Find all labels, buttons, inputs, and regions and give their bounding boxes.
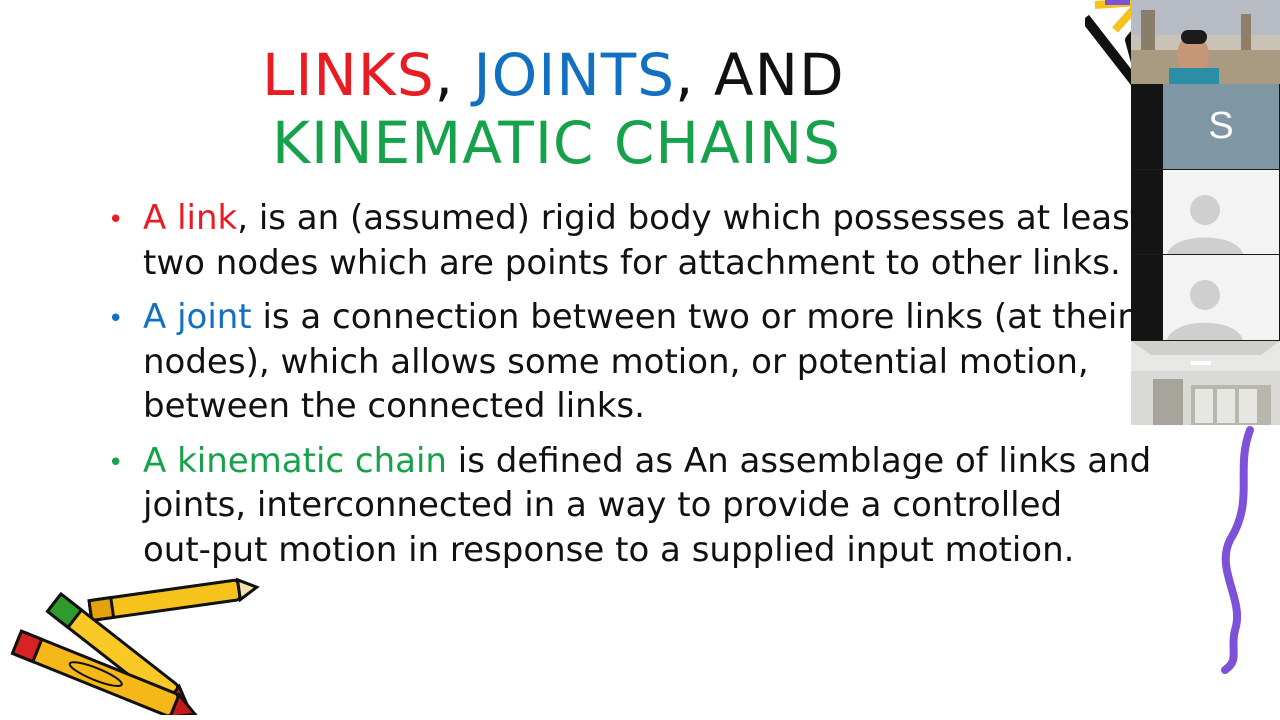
participant-tile-initial[interactable]: S xyxy=(1131,84,1280,169)
bullet-line: A joint is a connection between two or m… xyxy=(143,295,1168,340)
participant-tile-room[interactable] xyxy=(1131,341,1280,425)
bullet-line: between the connected links. xyxy=(143,386,645,426)
bullet-dot: • xyxy=(108,205,124,235)
slide-title-line-2: KINEMATIC CHAINS xyxy=(272,109,841,177)
person-avatar-icon xyxy=(1163,170,1279,254)
bullet-link: • A link, is an (assumed) rigid body whi… xyxy=(108,196,1168,285)
title-comma: , xyxy=(434,41,474,109)
camera-feed-icon xyxy=(1131,341,1280,425)
bullet-joint: • A joint is a connection between two or… xyxy=(108,295,1168,429)
participant-avatar-initial: S xyxy=(1163,84,1279,169)
bullet-lead-term: A joint xyxy=(143,297,252,337)
bullet-line: out-put motion in response to a supplied… xyxy=(143,529,1075,570)
bullet-text: , is an (assumed) rigid body which posse… xyxy=(237,198,1144,238)
bullet-line: A link, is an (assumed) rigid body which… xyxy=(143,196,1168,241)
slide-title-line-1: LINKS, JOINTS, AND xyxy=(262,42,962,108)
participant-tile-avatar-2[interactable] xyxy=(1131,255,1280,340)
video-participant-panel: S xyxy=(1131,0,1280,425)
bullet-line: joints, interconnected in a way to provi… xyxy=(143,485,1063,525)
bullet-line: nodes), which allows some motion, or pot… xyxy=(143,341,1089,382)
participant-tile-camera[interactable] xyxy=(1131,0,1280,84)
bullet-line: two nodes which are points for attachmen… xyxy=(143,242,1121,283)
bullet-text: is a connection between two or more link… xyxy=(251,297,1132,337)
camera-feed-icon xyxy=(1131,0,1280,84)
bullet-text: is defined as An assemblage of links and xyxy=(446,440,1152,481)
title-word-joints: JOINTS xyxy=(473,41,676,109)
bullet-list: • A link, is an (assumed) rigid body whi… xyxy=(108,196,1168,572)
title-word-links: LINKS xyxy=(262,41,435,109)
bullet-dot: • xyxy=(108,447,124,478)
bullet-kinematic-chain: • A kinematic chain is defined as An ass… xyxy=(108,439,1168,573)
bullet-line: A kinematic chain is defined as An assem… xyxy=(143,439,1168,484)
title-word-and: , AND xyxy=(675,41,845,109)
bullet-dot: • xyxy=(108,304,124,334)
person-avatar-icon xyxy=(1163,255,1279,340)
bullet-lead-term: A link xyxy=(143,198,238,238)
bullet-lead-term: A kinematic chain xyxy=(143,440,447,481)
crayons-clipart-icon xyxy=(10,577,260,715)
participant-tile-avatar-1[interactable] xyxy=(1131,170,1280,254)
